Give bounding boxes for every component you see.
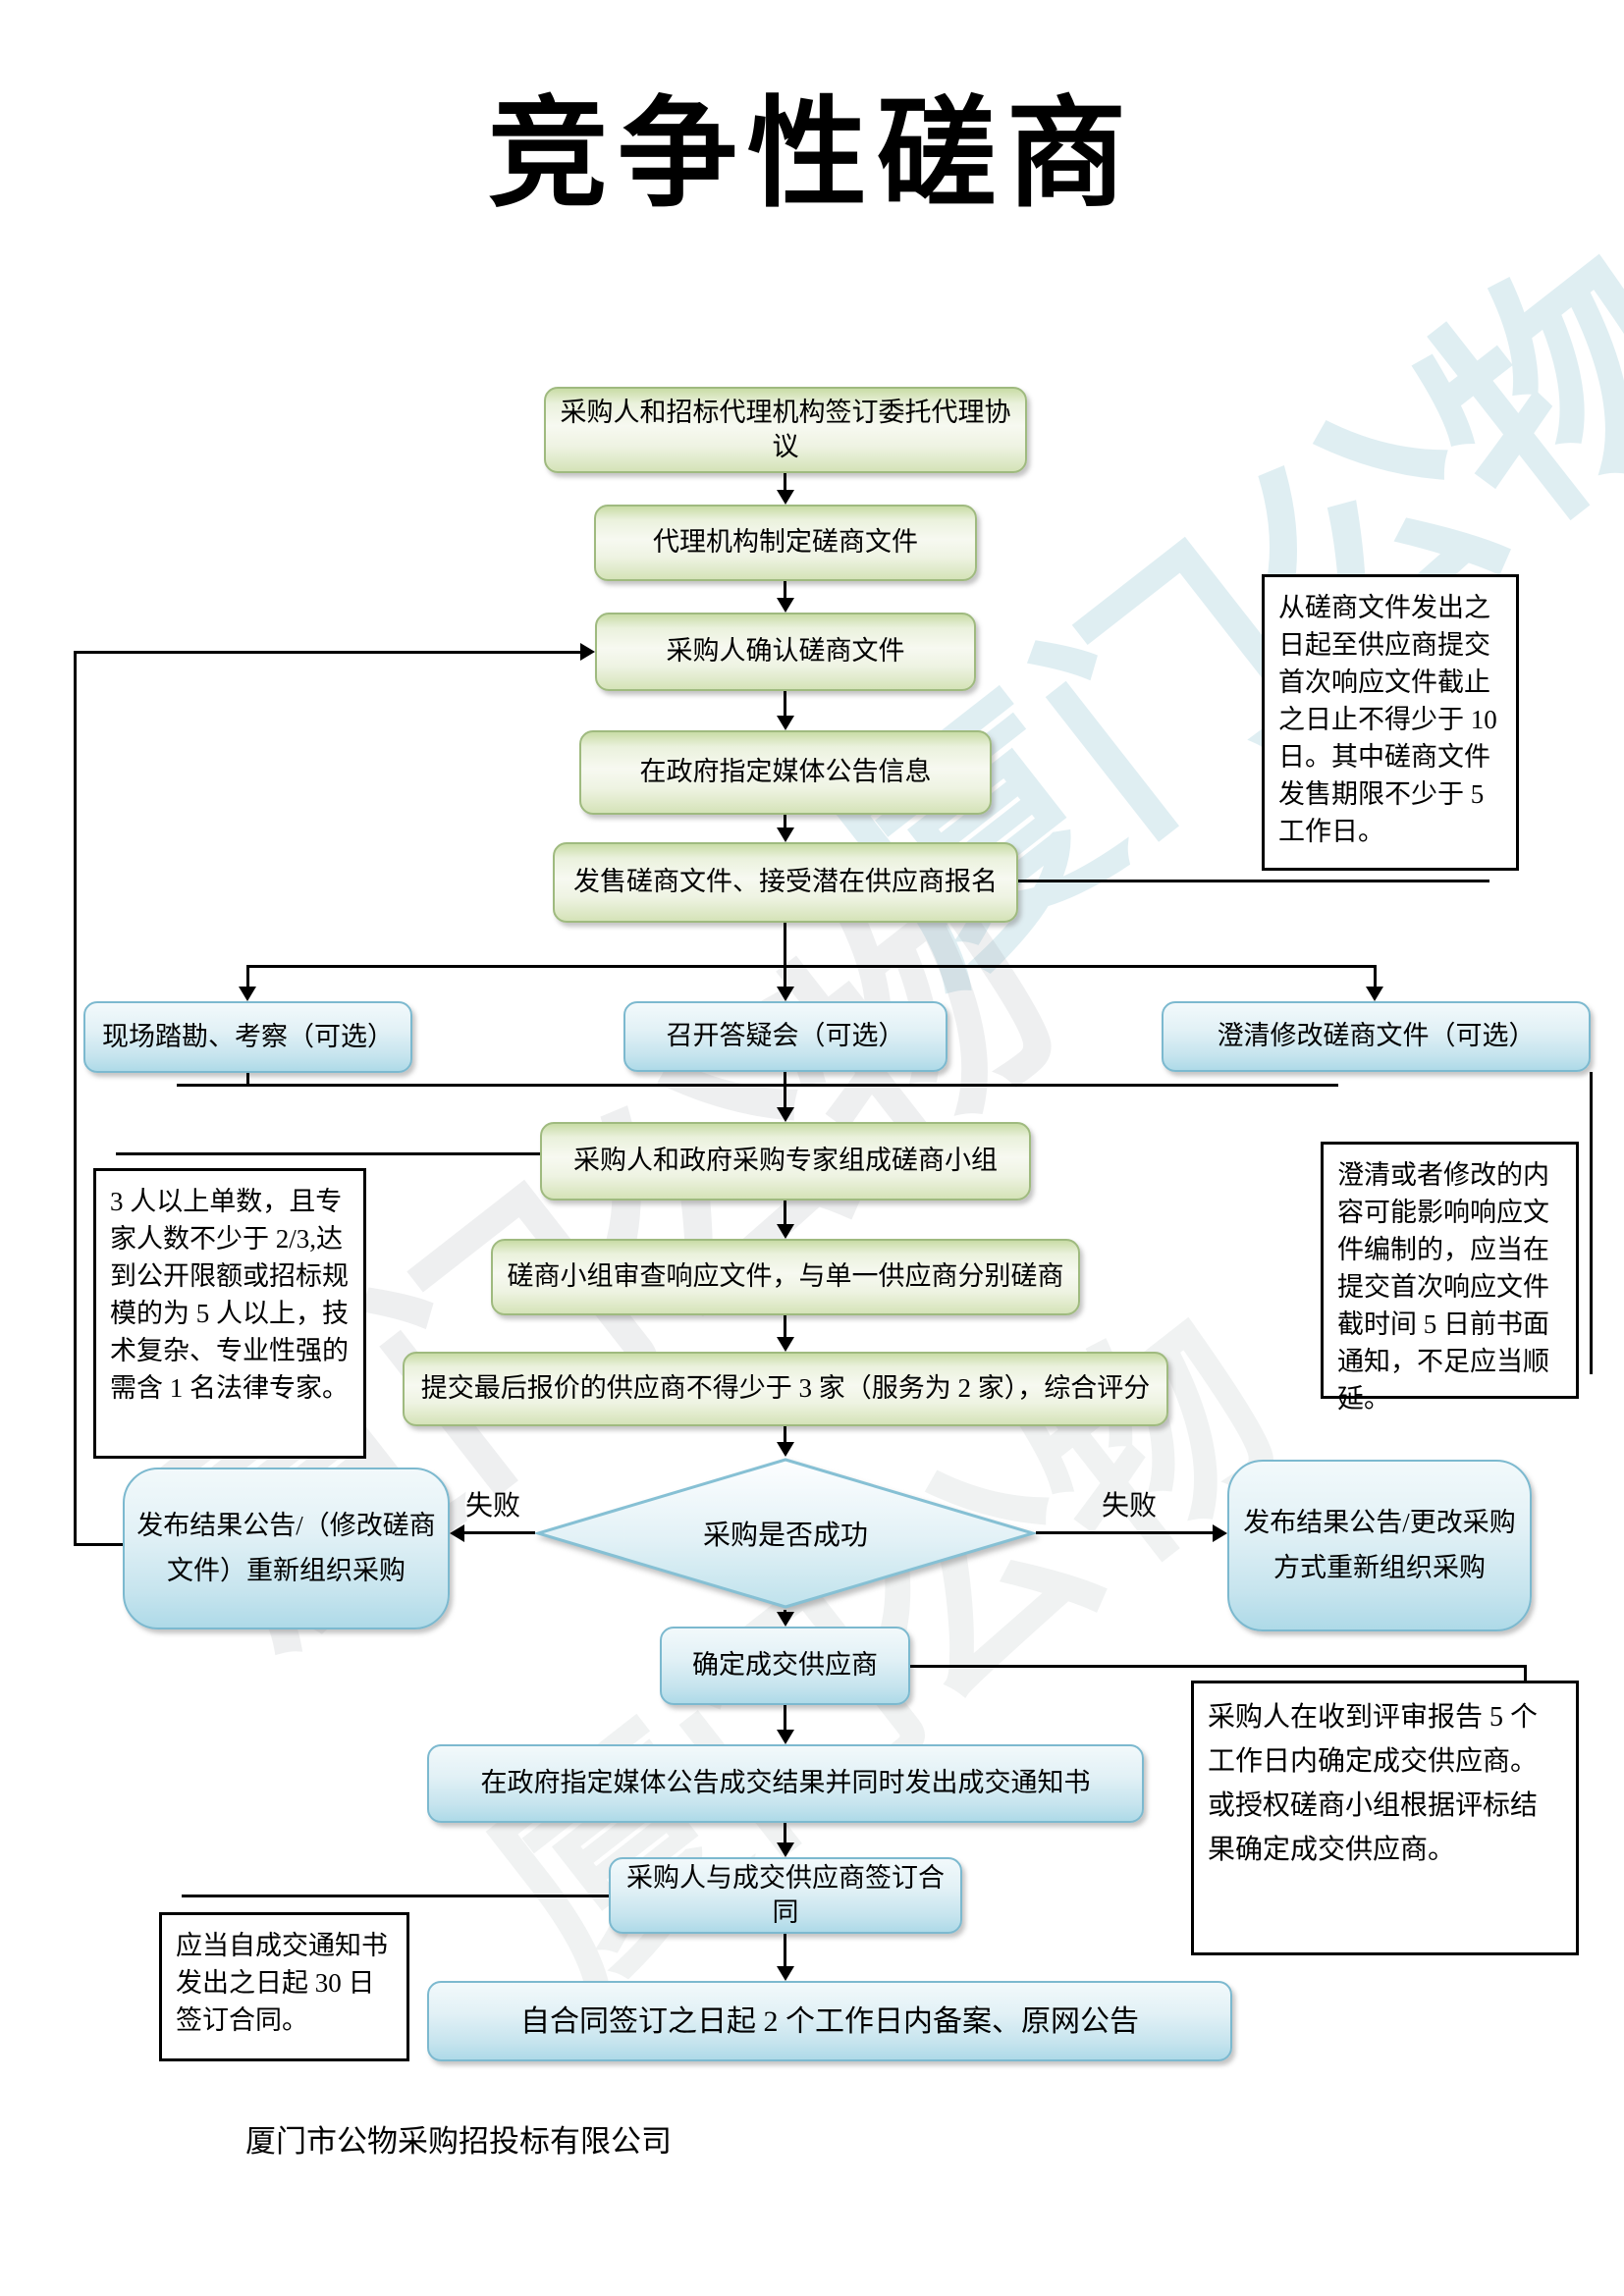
connector: [1374, 965, 1377, 988]
arrow-down-icon: [777, 828, 794, 842]
connector: [1018, 880, 1489, 882]
arrow-right-icon: [580, 643, 595, 661]
connector: [1590, 1072, 1593, 1374]
connector: [784, 691, 786, 717]
arrow-left-icon: [450, 1524, 464, 1542]
annotation-panel-rule: 3 人以上单数，且专家人数不少于 2/3,达到公开限额或招标规模的为 5 人以上…: [93, 1168, 366, 1459]
arrow-down-icon: [777, 987, 794, 1001]
arrow-down-icon: [777, 1107, 794, 1122]
annotation-issue-period: 从磋商文件发出之日起至供应商提交首次响应文件截止之日止不得少于 10 日。其中磋…: [1262, 574, 1519, 871]
node-confirm-consult-doc: 采购人确认磋商文件: [595, 613, 976, 691]
annotation-award-rule: 采购人在收到评审报告 5 个工作日内确定成交供应商。 或授权磋商小组根据评标结果…: [1191, 1681, 1579, 1955]
connector: [464, 1531, 535, 1534]
connector: [177, 1084, 1338, 1087]
node-announce-info: 在政府指定媒体公告信息: [579, 730, 992, 815]
connector: [784, 1072, 786, 1108]
company-name: 厦门市公物采购招投标有限公司: [245, 2124, 672, 2159]
arrow-down-icon: [777, 1442, 794, 1457]
connector: [116, 1152, 540, 1155]
connector: [784, 923, 786, 966]
page-title: 竞争性磋商: [488, 89, 1136, 222]
node-clarify-doc-optional: 澄清修改磋商文件（可选）: [1162, 1001, 1591, 1072]
connector: [784, 965, 786, 988]
connector: [246, 1073, 249, 1085]
connector: [1036, 1531, 1214, 1534]
node-prepare-consult-doc: 代理机构制定磋商文件: [594, 505, 977, 581]
decision-procurement-success: 采购是否成功: [532, 1457, 1039, 1610]
node-announce-result-notice: 在政府指定媒体公告成交结果并同时发出成交通知书: [427, 1744, 1144, 1823]
node-site-visit-optional: 现场踏勘、考察（可选）: [83, 1001, 412, 1073]
node-review-responses: 磋商小组审查响应文件，与单一供应商分别磋商: [491, 1239, 1080, 1315]
arrow-down-icon: [777, 1337, 794, 1352]
connector: [784, 1705, 786, 1731]
fail-label-left: 失败: [464, 1491, 520, 1522]
arrow-right-icon: [1213, 1524, 1227, 1542]
node-sell-doc-accept-signup: 发售磋商文件、接受潜在供应商报名: [553, 842, 1018, 923]
arrow-down-icon: [777, 1224, 794, 1239]
diamond-shape-icon: [532, 1458, 1039, 1609]
annotation-clarify-rule: 澄清或者修改的内容可能影响响应文件编制的，应当在提交首次响应文件截时间 5 日前…: [1321, 1142, 1579, 1414]
connector: [74, 1543, 123, 1546]
node-confirm-supplier: 确定成交供应商: [660, 1627, 910, 1705]
arrow-down-icon: [777, 716, 794, 730]
node-republish-modify-doc: 发布结果公告/（修改磋商文件）重新组织采购: [123, 1468, 450, 1629]
node-filing-announce: 自合同签订之日起 2 个工作日内备案、原网公告: [427, 1981, 1232, 2061]
arrow-down-icon: [777, 1966, 794, 1981]
connector: [784, 1610, 786, 1613]
connector: [246, 965, 249, 988]
connector: [1524, 1665, 1527, 1681]
node-final-quotation-rule: 提交最后报价的供应商不得少于 3 家（服务为 2 家），综合评分: [403, 1352, 1168, 1426]
node-qa-meeting-optional: 召开答疑会（可选）: [623, 1001, 947, 1072]
arrow-down-icon: [777, 490, 794, 505]
connector: [74, 651, 581, 654]
arrow-down-icon: [777, 598, 794, 613]
connector: [784, 581, 786, 599]
arrow-down-icon: [777, 1730, 794, 1744]
arrow-down-icon: [777, 1612, 794, 1627]
connector: [784, 1426, 786, 1443]
connector: [910, 1665, 1527, 1668]
connector: [182, 1895, 609, 1897]
node-sign-agency-agreement: 采购人和招标代理机构签订委托代理协议: [544, 387, 1027, 473]
fail-label-right: 失败: [1101, 1491, 1157, 1522]
connector: [784, 1201, 786, 1225]
node-republish-change-method: 发布结果公告/更改采购方式重新组织采购: [1227, 1460, 1532, 1631]
connector: [246, 965, 1376, 968]
connector: [74, 651, 77, 1546]
connector: [784, 1315, 786, 1338]
connector: [784, 473, 786, 491]
connector: [784, 815, 786, 828]
decision-label: 采购是否成功: [702, 1521, 868, 1551]
arrow-down-icon: [1366, 987, 1383, 1001]
node-form-consult-panel: 采购人和政府采购专家组成磋商小组: [540, 1122, 1031, 1201]
arrow-down-icon: [777, 1842, 794, 1857]
connector: [784, 1934, 786, 1967]
arrow-down-icon: [239, 987, 256, 1001]
connector: [784, 1823, 786, 1843]
annotation-sign-rule: 应当自成交通知书发出之日起 30 日签订合同。: [159, 1912, 409, 2061]
node-sign-contract: 采购人与成交供应商签订合同: [609, 1857, 962, 1934]
